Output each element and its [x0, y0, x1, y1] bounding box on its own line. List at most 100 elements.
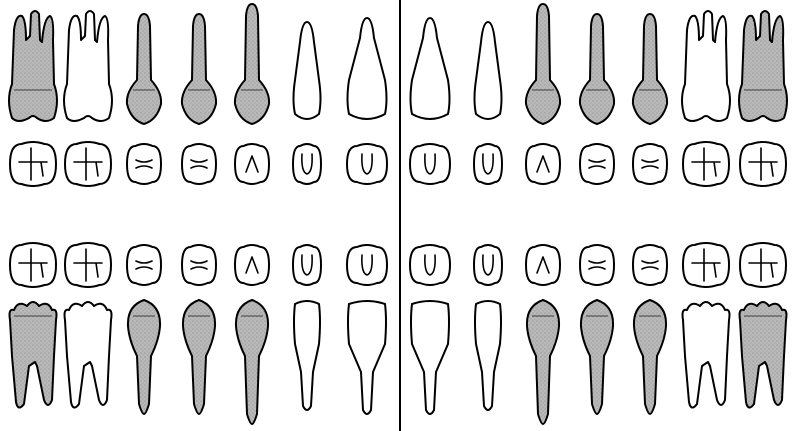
lower-occlusal-4-outline: [182, 245, 216, 285]
lower-tooth-6-side-view: [294, 301, 320, 410]
upper-tooth-5-side-view: [235, 4, 269, 124]
upper-occlusal-12: [633, 144, 667, 184]
upper-occlusal-1: [10, 142, 56, 186]
upper-occlusal-10-outline: [526, 144, 560, 184]
lower-tooth-9-side-view: [475, 301, 501, 410]
upper-tooth-4-side-view: [182, 14, 216, 124]
lower-occlusal-6: [293, 245, 321, 285]
upper-occlusal-3: [127, 144, 161, 184]
lower-occlusal-row: [10, 243, 786, 287]
lower-occlusal-5: [235, 245, 269, 285]
upper-occlusal-1-outline: [10, 142, 56, 186]
upper-tooth-5: [235, 4, 269, 124]
lower-tooth-4: [183, 300, 215, 414]
upper-occlusal-8: [410, 144, 450, 184]
upper-occlusal-6-outline: [293, 144, 321, 184]
lower-tooth-12: [634, 300, 666, 414]
upper-occlusal-10: [526, 144, 560, 184]
upper-tooth-2: [64, 11, 112, 121]
lower-occlusal-3-outline: [127, 245, 161, 285]
lower-occlusal-14-outline: [740, 243, 786, 287]
upper-occlusal-4: [182, 144, 216, 184]
lower-tooth-13-side-view: [683, 302, 730, 408]
lower-tooth-4-side-view: [183, 300, 215, 414]
upper-occlusal-11-outline: [580, 144, 614, 184]
upper-occlusal-7-outline: [347, 144, 387, 184]
lower-tooth-5-side-view: [236, 300, 268, 424]
lower-tooth-7: [348, 301, 386, 414]
upper-occlusal-11: [580, 144, 614, 184]
lower-tooth-5: [236, 300, 268, 424]
lower-occlusal-11-outline: [580, 245, 614, 285]
lower-occlusal-13-outline: [683, 243, 729, 287]
upper-tooth-6-side-view: [294, 22, 321, 119]
lower-tooth-14: [740, 302, 787, 408]
upper-occlusal-5: [235, 144, 269, 184]
upper-occlusal-5-outline: [235, 144, 269, 184]
upper-tooth-11: [580, 14, 614, 124]
upper-occlusal-6: [293, 144, 321, 184]
upper-tooth-13: [682, 11, 730, 121]
lower-occlusal-8: [410, 245, 450, 285]
lower-tooth-2: [65, 302, 112, 408]
upper-tooth-3: [127, 14, 161, 124]
upper-tooth-11-side-view: [580, 14, 614, 124]
lower-occlusal-10-outline: [526, 245, 560, 285]
lower-occlusal-7-outline: [347, 245, 387, 285]
lower-tooth-1-side-view: [10, 302, 57, 408]
upper-occlusal-9-outline: [474, 144, 502, 184]
lower-occlusal-4: [182, 245, 216, 285]
upper-occlusal-13: [683, 142, 729, 186]
upper-occlusal-2: [65, 142, 111, 186]
upper-tooth-7-side-view: [348, 18, 387, 119]
lower-tooth-13: [683, 302, 730, 408]
upper-occlusal-2-outline: [65, 142, 111, 186]
lower-occlusal-2-outline: [65, 243, 111, 287]
upper-occlusal-row: [10, 142, 786, 186]
lower-occlusal-7: [347, 245, 387, 285]
lower-occlusal-14: [740, 243, 786, 287]
upper-tooth-1-side-view: [9, 11, 57, 121]
lower-tooth-2-side-view: [65, 302, 112, 408]
lower-tooth-11: [581, 300, 613, 414]
upper-tooth-14: [739, 11, 787, 121]
upper-tooth-14-side-view: [739, 11, 787, 121]
upper-tooth-12-side-view: [633, 14, 667, 124]
upper-tooth-2-side-view: [64, 11, 112, 121]
upper-tooth-12: [633, 14, 667, 124]
upper-occlusal-14: [740, 142, 786, 186]
lower-occlusal-10: [526, 245, 560, 285]
lower-tooth-3-side-view: [128, 300, 160, 414]
upper-arch: [9, 4, 787, 124]
upper-tooth-10-side-view: [526, 4, 560, 124]
lower-tooth-14-side-view: [740, 302, 787, 408]
upper-tooth-7: [348, 18, 387, 119]
lower-tooth-1: [10, 302, 57, 408]
upper-occlusal-14-outline: [740, 142, 786, 186]
lower-occlusal-2: [65, 243, 111, 287]
upper-occlusal-4-outline: [182, 144, 216, 184]
lower-tooth-8: [411, 301, 449, 414]
lower-tooth-11-side-view: [581, 300, 613, 414]
upper-tooth-1: [9, 11, 57, 121]
upper-tooth-9-side-view: [475, 22, 502, 119]
lower-occlusal-11: [580, 245, 614, 285]
upper-tooth-8-side-view: [411, 18, 450, 119]
lower-tooth-7-side-view: [348, 301, 386, 414]
lower-tooth-9: [475, 301, 501, 410]
upper-occlusal-13-outline: [683, 142, 729, 186]
upper-occlusal-7: [347, 144, 387, 184]
lower-occlusal-5-outline: [235, 245, 269, 285]
lower-occlusal-12: [633, 245, 667, 285]
upper-occlusal-9: [474, 144, 502, 184]
lower-occlusal-1: [10, 243, 56, 287]
lower-occlusal-12-outline: [633, 245, 667, 285]
lower-occlusal-6-outline: [293, 245, 321, 285]
upper-tooth-10: [526, 4, 560, 124]
lower-tooth-10-side-view: [527, 300, 559, 424]
upper-tooth-6: [294, 22, 321, 119]
upper-tooth-8: [411, 18, 450, 119]
lower-tooth-8-side-view: [411, 301, 449, 414]
lower-tooth-6: [294, 301, 320, 410]
